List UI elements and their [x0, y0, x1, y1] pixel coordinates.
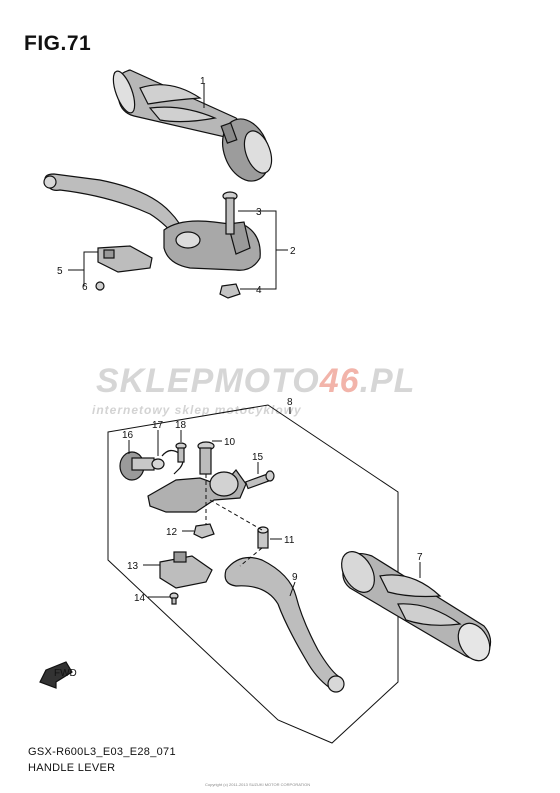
- figure-title: FIG.71: [24, 32, 92, 55]
- front-brake-lever-illustration: [43, 173, 261, 271]
- screw-6-illustration: [95, 281, 105, 291]
- clutch-lever-illustration: [224, 557, 345, 693]
- watermark-brand: SKLEPMOTO46.PL: [96, 362, 415, 401]
- nut-4-illustration: [219, 283, 241, 299]
- callout-8: 8: [287, 397, 293, 408]
- figure-code: GSX-R600L3_E03_E28_071: [28, 746, 176, 758]
- watermark-brand-d: .PL: [359, 362, 416, 400]
- fwd-label: FWD: [54, 668, 77, 679]
- callout-18: 18: [175, 420, 187, 431]
- watermark-tagline: internetowy sklep motocyklowy: [92, 403, 302, 417]
- copyright-notice: Copyright (c) 2011-2013 SUZUKI MOTOR COR…: [205, 782, 311, 787]
- callout-15: 15: [252, 452, 264, 463]
- bolt-15-illustration: [244, 470, 275, 490]
- callout-4: 4: [256, 285, 262, 296]
- callout-11: 11: [284, 535, 295, 546]
- lever-bracket-8-illustration: [147, 469, 247, 513]
- assembly-outline: [107, 404, 399, 744]
- callout-17: 17: [152, 420, 164, 431]
- watermark-brand-b: MOTO: [214, 362, 320, 400]
- left-grip-illustration: [341, 551, 492, 662]
- pivot-bolt-3-illustration: [222, 191, 238, 235]
- callout-1: 1: [200, 76, 206, 87]
- watermark-brand-c: 46: [319, 362, 360, 400]
- fwd-arrow-icon: FWD: [39, 661, 77, 689]
- callout-16: 16: [122, 430, 134, 441]
- watermark-brand-a: SKLEP: [96, 362, 215, 400]
- nut-12-illustration: [193, 523, 215, 539]
- callout-12: 12: [166, 527, 178, 538]
- callout-14: 14: [134, 593, 146, 604]
- brake-switch-5-illustration: [97, 245, 153, 273]
- adjuster-16-illustration: [119, 451, 165, 481]
- collar-11-illustration: [257, 526, 269, 549]
- callout-9: 9: [292, 572, 298, 583]
- callout-6: 6: [82, 282, 88, 293]
- callout-7: 7: [417, 552, 423, 563]
- callout-5: 5: [57, 266, 63, 277]
- callout-13: 13: [127, 561, 139, 572]
- bolt-10-illustration: [197, 441, 215, 475]
- screw-14-illustration: [169, 592, 179, 605]
- clutch-switch-13-illustration: [159, 551, 213, 589]
- callout-3: 3: [256, 207, 262, 218]
- screw-18-illustration: [175, 442, 187, 463]
- figure-name: HANDLE LEVER: [28, 762, 116, 774]
- throttle-grip-illustration: [112, 69, 273, 182]
- callout-2: 2: [290, 246, 296, 257]
- callout-10: 10: [224, 437, 236, 448]
